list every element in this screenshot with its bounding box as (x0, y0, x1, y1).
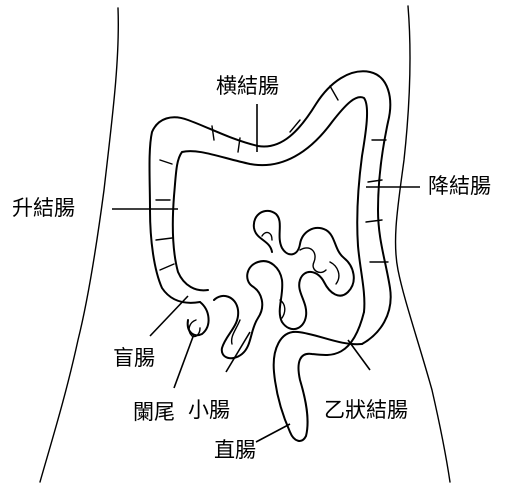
leader-cecum (150, 296, 188, 336)
small-intestine-inner (232, 233, 339, 344)
body-outline-left (40, 8, 118, 482)
leader-small-intestine (226, 332, 250, 372)
label-appendix: 闌尾 (133, 402, 175, 423)
label-ascending-colon: 升結腸 (12, 198, 75, 219)
label-rectum: 直腸 (214, 440, 256, 461)
leader-rectum (256, 424, 290, 442)
label-transverse-colon: 横結腸 (216, 76, 279, 97)
label-descending-colon: 降結腸 (428, 176, 491, 197)
colon-outer-contour (150, 71, 391, 344)
label-sigmoid-colon: 乙狀結腸 (324, 400, 408, 421)
label-cecum: 盲腸 (113, 348, 155, 369)
colon-haustra (156, 86, 388, 270)
leader-appendix (174, 334, 194, 388)
cecum (188, 302, 209, 335)
label-small-intestine: 小腸 (188, 400, 230, 421)
